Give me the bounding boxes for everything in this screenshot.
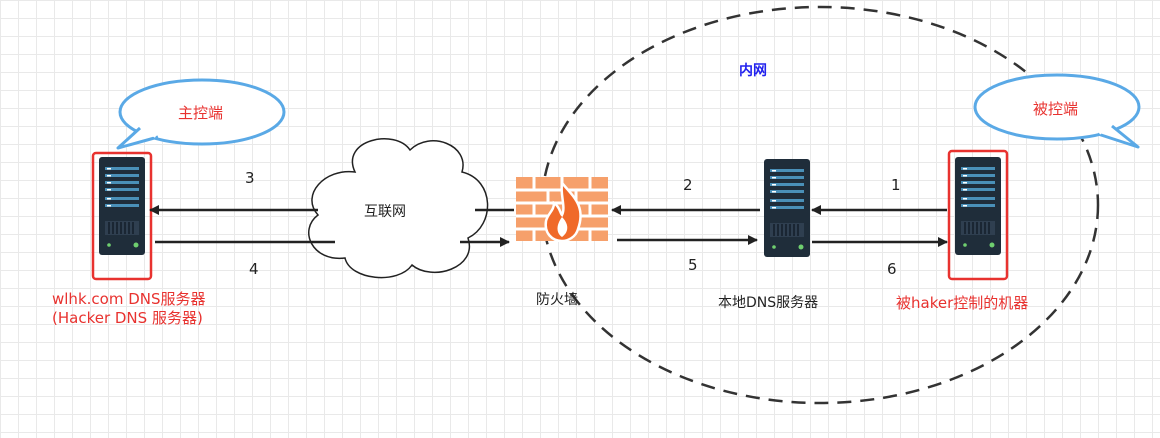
intranet-boundary [540,5,1100,405]
internet-cloud [308,138,489,279]
step-2: 2 [683,176,693,194]
intranet-label: 内网 [739,63,767,79]
hacker-dns-label-line2: (Hacker DNS 服务器) [52,309,203,327]
internet-label: 互联网 [364,204,406,220]
firewall-icon [516,177,608,243]
hacker-dns-label-line1: wlhk.com DNS服务器 [52,290,206,308]
controller-label: 主控端 [178,104,224,122]
firewall-label: 防火墙 [536,292,578,308]
step-5: 5 [688,256,698,274]
victim-label: 被haker控制的机器 [896,294,1029,312]
controller-bubble [116,78,286,150]
step-3: 3 [245,169,255,187]
step-1: 1 [891,176,901,194]
controlled-bubble [973,73,1141,149]
victim-server [947,149,1009,281]
step-6: 6 [887,260,897,278]
local-dns-server [763,158,811,258]
hacker-dns-server [91,151,153,281]
step-4: 4 [249,260,259,278]
local-dns-label: 本地DNS服务器 [718,295,819,311]
controlled-label: 被控端 [1033,100,1079,118]
